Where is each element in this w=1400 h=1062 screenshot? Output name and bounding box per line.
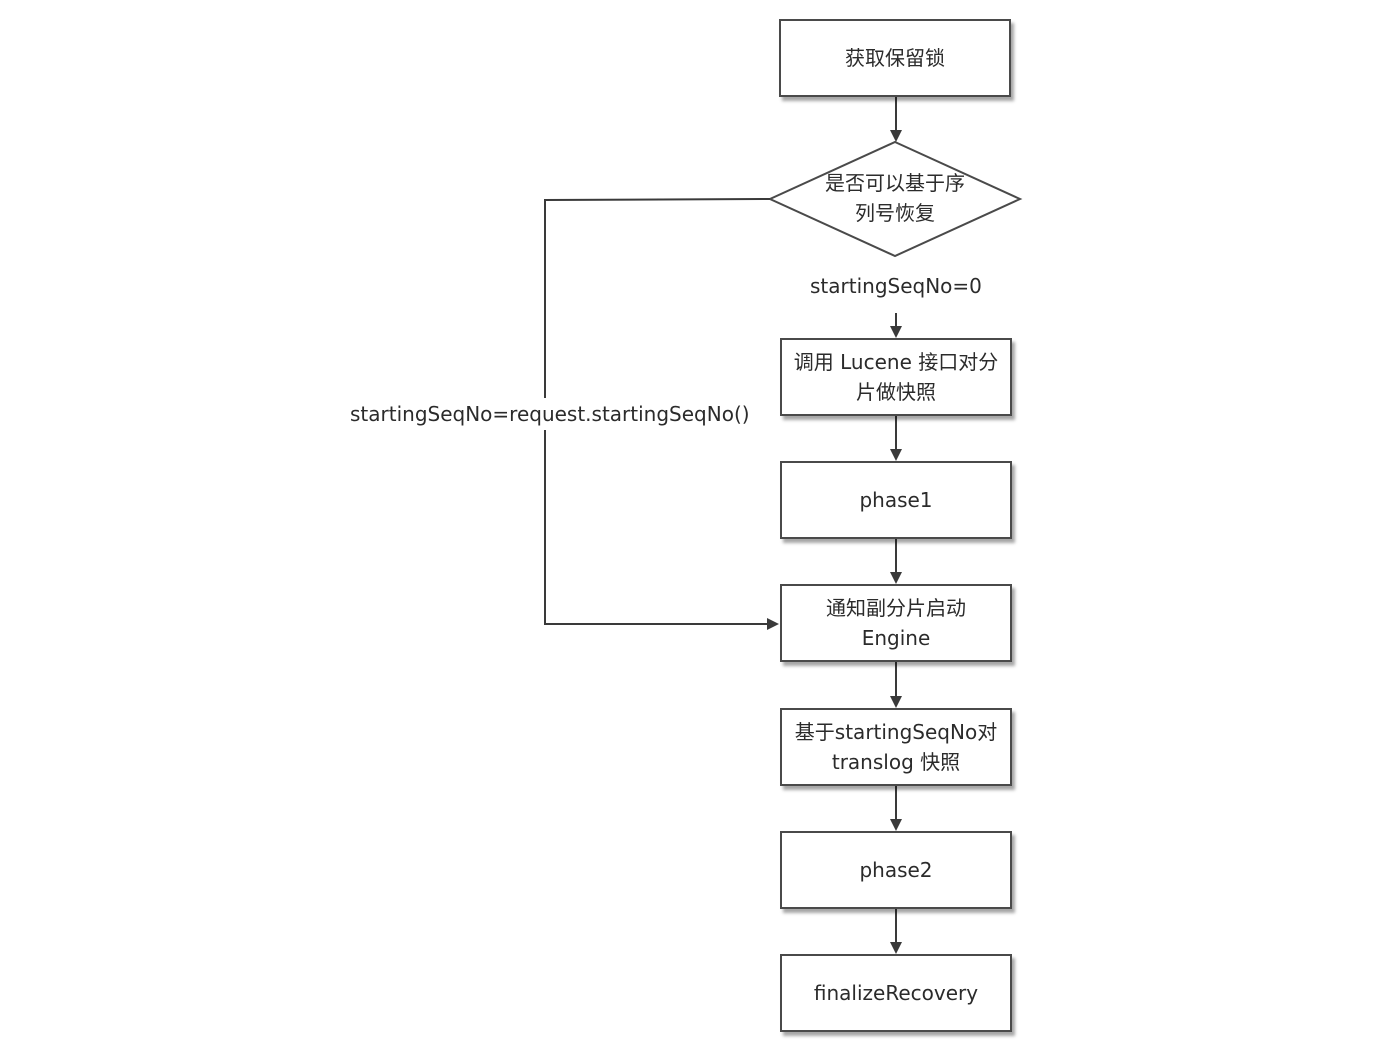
node-notify-engine: 通知副分片启动 Engine [780, 584, 1012, 662]
node-phase1-label: phase1 [859, 488, 933, 512]
decision-diamond [767, 140, 1023, 258]
edge-label-yes-branch: startingSeqNo=request.startingSeqNo() [350, 398, 750, 430]
node-phase2-label: phase2 [859, 858, 933, 882]
decision-label: 是否可以基于序 列号恢复 [825, 171, 965, 225]
node-lucene-snapshot-label: 调用 Lucene 接口对分 片做快照 [793, 350, 999, 404]
node-lucene-snapshot: 调用 Lucene 接口对分 片做快照 [780, 338, 1012, 416]
node-phase2: phase2 [780, 831, 1012, 909]
node-acquire-lock-label: 获取保留锁 [845, 46, 945, 70]
node-phase1: phase1 [780, 461, 1012, 539]
node-translog-snapshot-label: 基于startingSeqNo对 translog 快照 [794, 720, 998, 774]
node-translog-snapshot: 基于startingSeqNo对 translog 快照 [780, 708, 1012, 786]
node-finalize-recovery-label: finalizeRecovery [813, 981, 979, 1005]
node-notify-engine-label: 通知副分片启动 Engine [826, 596, 966, 650]
edge-label-no-branch: startingSeqNo=0 [810, 274, 982, 298]
node-finalize-recovery: finalizeRecovery [780, 954, 1012, 1032]
node-acquire-lock: 获取保留锁 [779, 19, 1011, 97]
